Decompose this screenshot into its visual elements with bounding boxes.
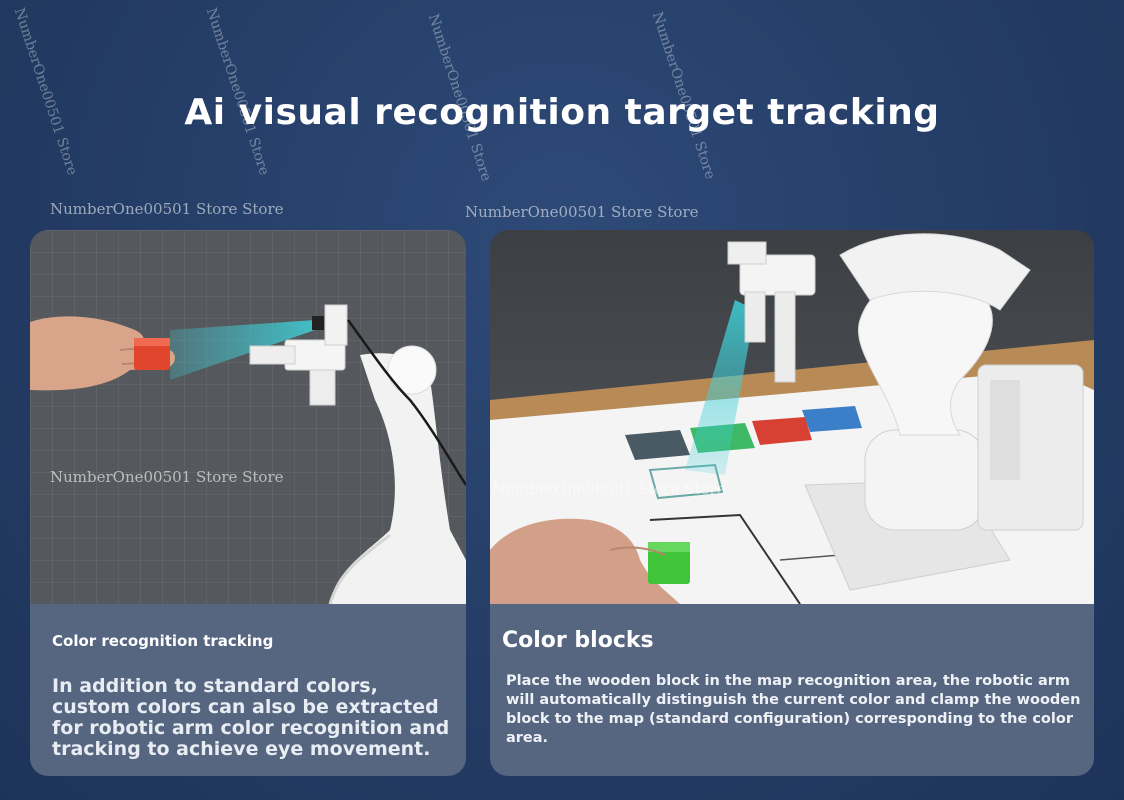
color-tracking-caption: Color recognition tracking In addition t…	[30, 604, 466, 776]
color-blocks-card: NumberOne00501 Store Store Color blocks …	[490, 230, 1094, 776]
vision-beam	[170, 320, 315, 380]
color-blocks-photo: NumberOne00501 Store Store	[490, 230, 1094, 604]
card-description: Place the wooden block in the map recogn…	[506, 673, 1081, 746]
map-tile	[802, 406, 862, 432]
watermark: NumberOne00501 Store Store	[492, 480, 726, 498]
page-title: Ai visual recognition target tracking	[184, 92, 940, 133]
card-heading: Color blocks	[502, 628, 654, 653]
vision-beam	[685, 300, 755, 475]
card-heading: Color recognition tracking	[52, 632, 274, 650]
color-blocks-caption: Color blocks Place the wooden block in t…	[490, 604, 1094, 776]
watermark: NumberOne00501 Store Store	[465, 203, 699, 221]
watermark: NumberOne00501 Store Store	[50, 468, 284, 486]
watermark: NumberOne00501 Store Store	[50, 200, 284, 218]
card-description: In addition to standard colors, custom c…	[52, 675, 450, 760]
map-tile	[752, 417, 812, 445]
map-tile	[625, 430, 690, 460]
color-tracking-photo: NumberOne00501 Store Store	[30, 230, 466, 604]
color-tracking-card: NumberOne00501 Store Store Color recogni…	[30, 230, 466, 776]
